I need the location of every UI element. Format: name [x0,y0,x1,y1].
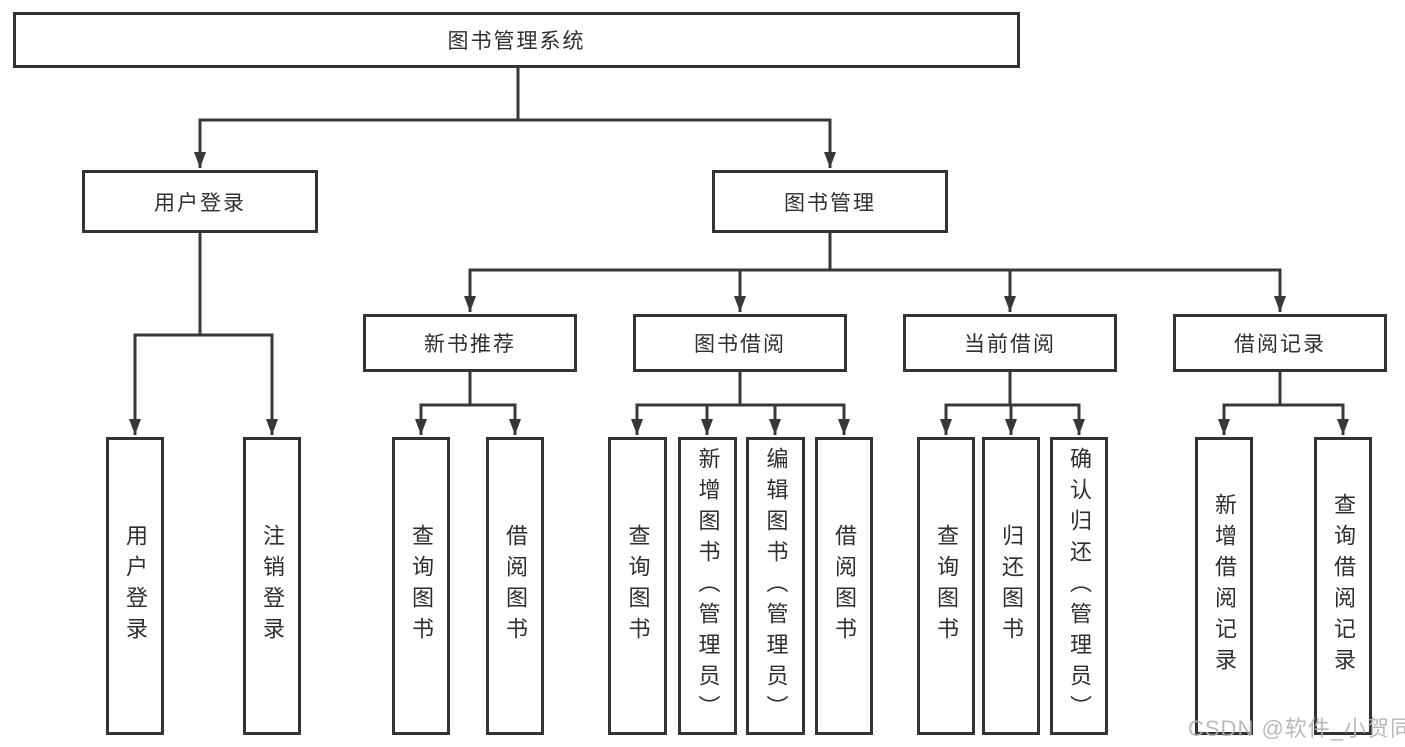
leaf-confirm-return-admin-label: 确认归还（管理员） [1067,446,1092,726]
node-library-system-label: 图书管理系统 [447,30,586,53]
leaf-borrow-books-borrowing: 借阅图书 [815,437,873,735]
leaf-query-books-borrowing-label: 查询图书 [625,524,651,648]
node-current-borrowing: 当前借阅 [903,314,1117,372]
leaf-query-books-recommend: 查询图书 [392,437,450,735]
connector-current-borrow-children [940,370,1085,435]
leaf-query-books-current: 查询图书 [917,437,975,735]
node-borrowing-records: 借阅记录 [1173,314,1387,372]
node-user-login-label: 用户登录 [154,191,246,215]
leaf-return-books-label: 归还图书 [999,524,1024,648]
leaf-add-book-admin-label: 新增图书（管理员） [695,446,721,726]
watermark-text: CSDN @软件_小贺同学 [1188,716,1405,741]
leaf-query-borrow-record-label: 查询借阅记录 [1331,493,1356,679]
node-new-book-recommend: 新书推荐 [363,314,577,372]
leaf-query-books-borrowing: 查询图书 [608,437,667,735]
connector-root-to-level2 [194,66,836,168]
node-current-borrowing-label: 当前借阅 [964,333,1056,356]
leaf-logout-label: 注销登录 [260,524,285,648]
connector-new-book-children [415,370,521,435]
leaf-logout: 注销登录 [243,437,301,735]
leaf-query-books-recommend-label: 查询图书 [409,524,434,648]
connector-book-borrow-children [631,370,850,435]
leaf-confirm-return-admin: 确认归还（管理员） [1050,437,1108,735]
node-new-book-recommend-label: 新书推荐 [424,333,516,356]
node-user-login: 用户登录 [82,170,318,233]
leaf-user-login: 用户登录 [106,437,164,735]
leaf-return-books: 归还图书 [982,437,1040,735]
leaf-query-borrow-record: 查询借阅记录 [1314,437,1372,735]
leaf-borrow-books-recommend-label: 借阅图书 [503,524,528,648]
leaf-edit-book-admin-label: 编辑图书（管理员） [763,446,789,726]
leaf-borrow-books-borrowing-label: 借阅图书 [832,524,857,648]
leaf-add-borrow-record: 新增借阅记录 [1195,437,1253,735]
leaf-query-books-current-label: 查询图书 [934,524,959,648]
connector-borrow-records-children [1218,370,1349,435]
leaf-add-borrow-record-label: 新增借阅记录 [1212,493,1237,679]
leaf-edit-book-admin: 编辑图书（管理员） [746,437,805,735]
leaf-add-book-admin: 新增图书（管理员） [678,437,737,735]
node-book-borrowing: 图书借阅 [633,314,847,372]
node-borrowing-records-label: 借阅记录 [1234,333,1326,356]
node-book-management-label: 图书管理 [784,191,876,215]
leaf-borrow-books-recommend: 借阅图书 [486,437,544,735]
connector-book-mgmt-sections [464,231,1286,312]
connector-user-login-children [129,231,278,435]
node-book-borrowing-label: 图书借阅 [694,333,786,356]
node-book-management: 图书管理 [712,170,948,233]
leaf-user-login-label: 用户登录 [123,524,148,648]
node-library-system: 图书管理系统 [13,12,1020,68]
